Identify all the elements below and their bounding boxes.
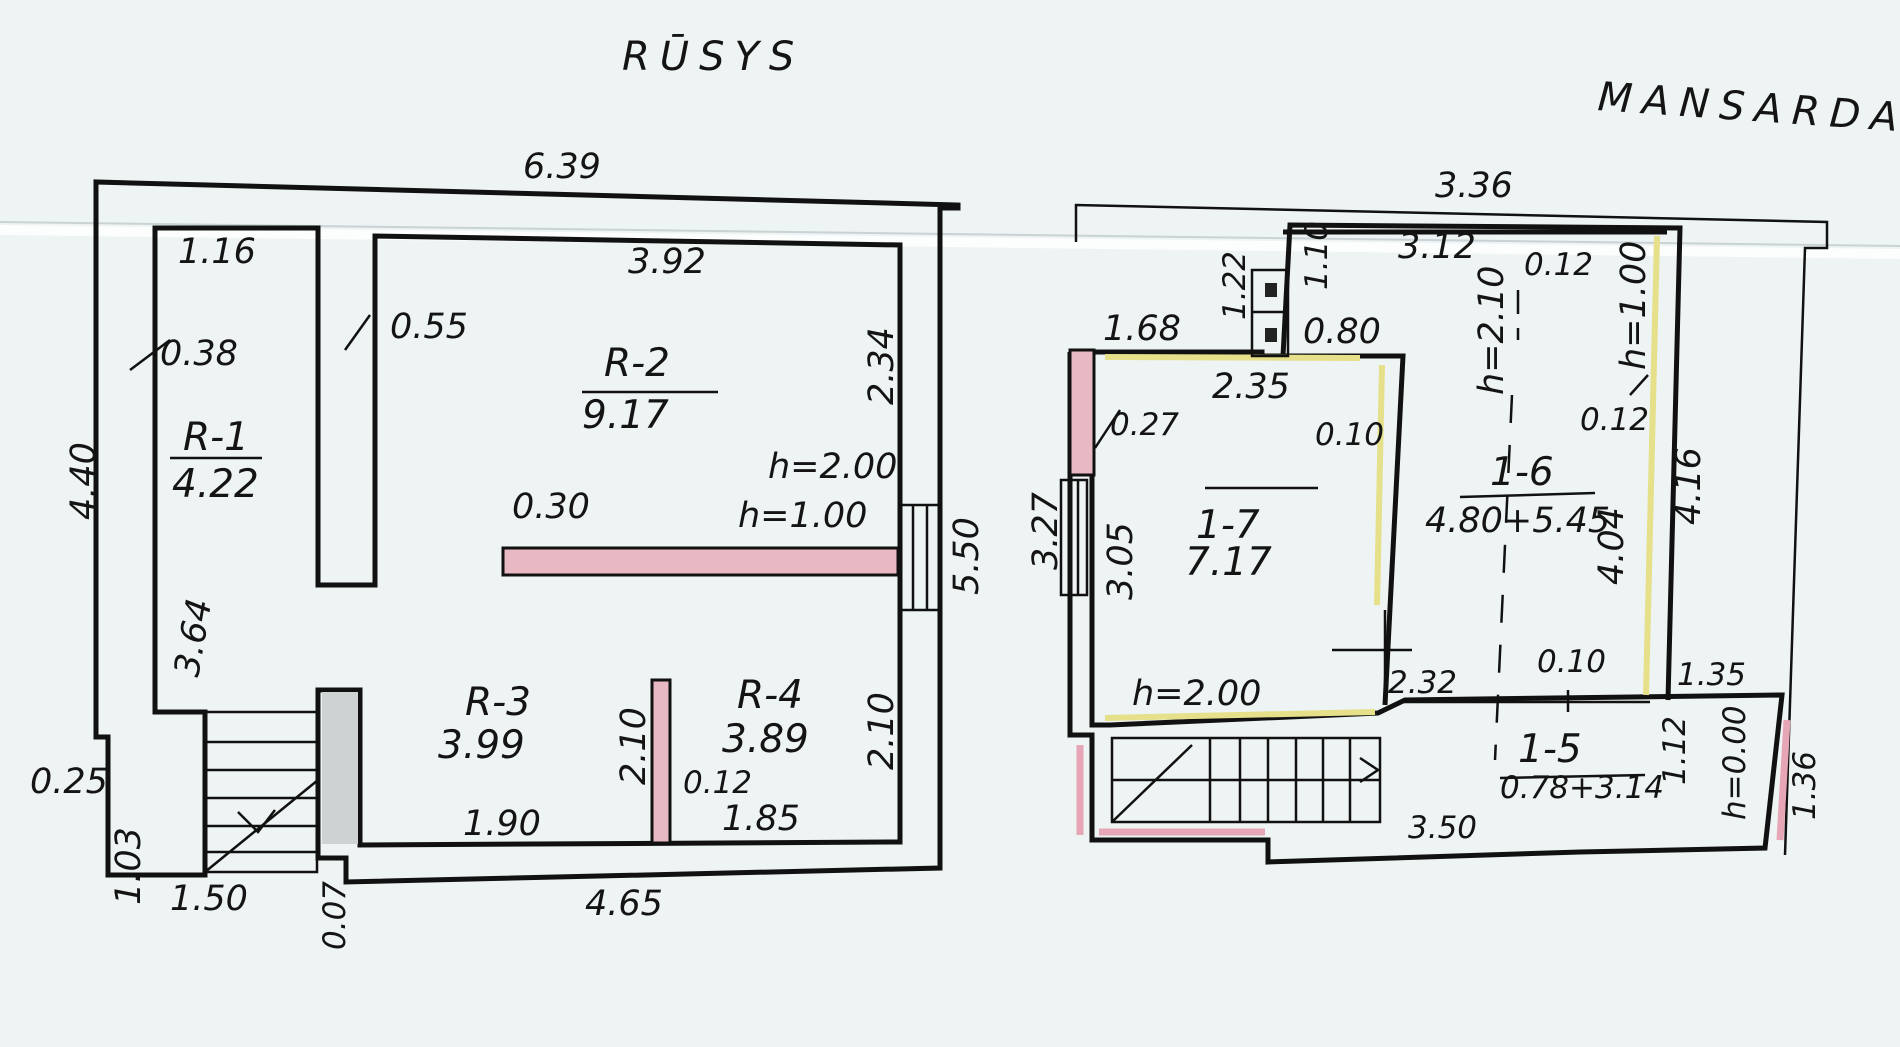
stair-left-gap: 0.25 [30,762,108,802]
r3-area: 3.99 [438,723,525,768]
room-1-6-walls [1280,222,1683,701]
r6-area: 4.80+5.45 [1425,501,1610,541]
partition-r3-r4 [650,678,672,845]
r2-depth: 2.34 [862,327,902,405]
r5-area: 0.78+3.14 [1500,770,1664,806]
r7-height: h=2.00 [1132,674,1261,714]
r3-name: R-3 [465,680,531,725]
r7-left-outer: 3.27 [1026,492,1066,570]
basement-plan [93,179,961,885]
attic-walls [1067,349,1785,865]
r3-depth: 2.10 [614,707,654,785]
attic-top-width: 3.36 [1435,166,1513,206]
r1-area: 4.22 [172,462,259,507]
r5-top-right: 1.35 [1677,657,1746,693]
r4-name: R-4 [737,673,803,718]
r5-depth: 1.12 [1657,716,1693,785]
r6-right-wall: 0.12 [1580,402,1649,438]
r7-chimney-w: 0.80 [1303,312,1381,352]
ridge-line [1493,394,1514,761]
r7-right-wall: 0.10 [1315,417,1384,453]
attic-chimney [1250,268,1290,358]
r7-left-inner: 3.05 [1101,522,1141,600]
r6-height-a: h=2.10 [1472,266,1512,395]
r5-name: 1-5 [1518,727,1582,772]
basement-stairs [203,710,319,874]
attic-outer-frame [1074,203,1829,856]
r6-bottom-b: 0.10 [1537,644,1606,680]
r6-name: 1-6 [1490,450,1554,495]
title-basement: RŪSYS [622,33,804,80]
r7-chimney: 1.22 [1217,251,1253,320]
basement-column [322,692,358,844]
r4-wall: 0.12 [683,765,752,801]
r6-upper: 1.10 [1299,221,1335,290]
basement-overall-height: 4.40 [64,442,104,520]
r2-wall: 0.55 [390,307,468,347]
attic-plan [1059,203,1829,865]
r6-side-b: 4.16 [1669,447,1709,525]
r6-wall-top: 0.12 [1524,247,1593,283]
yellow-wall-right [1643,235,1660,696]
r7-name: 1-7 [1196,503,1260,548]
r5-height: h=0.00 [1717,705,1753,820]
basement-bottom-width: 4.65 [585,884,663,924]
r4-width: 1.85 [722,799,800,839]
r2-width: 3.92 [628,242,706,282]
stair-width: 1.50 [170,879,248,919]
r2-name: R-2 [604,341,670,386]
basement-right-side: 5.50 [947,517,987,595]
stair-depth: 1.03 [109,827,149,905]
r6-height-b: h=1.00 [1614,241,1654,370]
partition-r2 [501,546,900,577]
yellow-wall-mid [1374,364,1385,606]
r7-area: 7.17 [1185,540,1272,585]
basement-overall-width: 6.39 [523,147,601,187]
basement-walls [93,179,961,885]
r7-offset: 1.68 [1103,309,1181,349]
attic-window [1059,478,1089,597]
r2-height-b: h=1.00 [738,496,867,536]
pink-wall-left [1068,348,1096,477]
r3-width: 1.90 [463,804,541,844]
r6-side-a: 4.04 [1592,507,1632,585]
attic-stairs [1110,736,1382,824]
basement-window [898,503,942,612]
r2-partition: 0.30 [512,487,590,527]
r2-height-a: h=2.00 [768,447,897,487]
r1-name: R-1 [183,415,249,460]
r1-length: 3.64 [167,596,220,680]
r6-top: 3.12 [1398,227,1476,267]
r1-wall: 0.38 [160,334,238,374]
title-attic: MANSARDA [1596,74,1900,142]
r6-bottom-a: 2.32 [1388,665,1457,701]
r4-depth: 2.10 [862,692,902,770]
r5-width: 3.50 [1408,810,1477,846]
r2-area: 9.17 [582,393,669,438]
r7-top: 2.35 [1212,367,1290,407]
r1-width: 1.16 [178,232,256,272]
r4-area: 3.89 [722,717,809,762]
r7-wall: 0.27 [1110,407,1179,443]
r5-side: 1.36 [1787,751,1823,820]
stair-wall: 0.07 [317,881,353,950]
